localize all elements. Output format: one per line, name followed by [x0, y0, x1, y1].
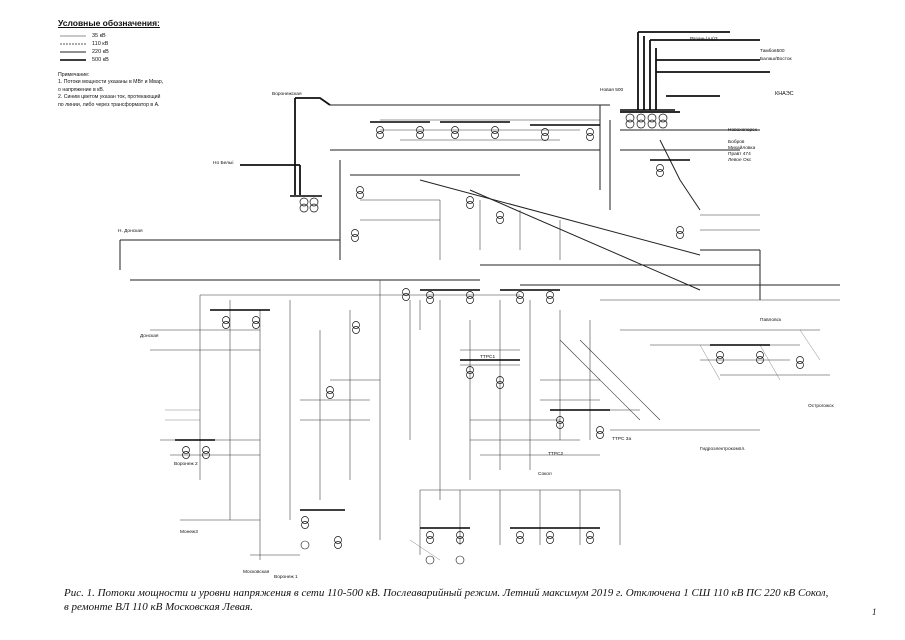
notes-line: 2. Синим цветом указан ток, протекающий — [58, 94, 161, 101]
generators — [300, 540, 465, 565]
station-label-voronezhskaya: Воронежская — [272, 92, 302, 97]
station-label-ttpc1: ТТРС1 — [480, 355, 496, 360]
transformer — [301, 516, 309, 529]
station-label-mosk: Московская — [243, 570, 270, 575]
transformer — [496, 376, 504, 389]
caption-line: Рис. 1. Потоки мощности и уровни напряже… — [64, 587, 829, 599]
lines-220kv — [119, 104, 840, 300]
transformer — [416, 126, 424, 139]
transformers — [182, 113, 804, 549]
transformer — [647, 113, 657, 129]
station-label-ttpc3: ТТРС 3а — [612, 437, 632, 442]
notes-line: 1. Потоки мощности указаны в МВт и Мвар, — [58, 79, 164, 86]
station-label-ryazan: Рязань(Ал)3 — [690, 37, 718, 42]
busbars — [175, 109, 770, 529]
station-label-novo-bely: Но Белыi — [213, 161, 234, 166]
transformer — [402, 288, 410, 301]
transformer — [516, 531, 524, 544]
legend-label-500kv: 500 кВ — [92, 57, 109, 63]
station-label-ttpc2: ТТРС2 — [548, 452, 564, 457]
transformer — [466, 291, 474, 304]
transformer — [625, 113, 635, 129]
station-label-pravo: Правт 474 — [728, 152, 751, 157]
caption-line: в ремонте ВЛ 110 кВ Московская Левая. — [64, 601, 253, 613]
station-label-n-don: Н. Донская — [118, 229, 143, 234]
generator — [300, 540, 310, 550]
notes: Примечание: 1. Потоки мощности указаны в… — [58, 72, 228, 109]
notes-line: о напряжение в кВ. — [58, 86, 105, 93]
transformer — [756, 351, 764, 364]
transformer — [656, 164, 664, 177]
transformer — [676, 226, 684, 239]
transformer — [299, 197, 309, 213]
transformer — [426, 291, 434, 304]
transformer — [546, 291, 554, 304]
transformer — [466, 196, 474, 209]
station-label-ostrogozhsk: Острогожск — [808, 404, 834, 409]
station-label-mikhailovka: Михайловка — [728, 146, 756, 151]
generator — [425, 555, 435, 565]
generator — [455, 555, 465, 565]
lines-35kv — [165, 329, 821, 561]
transformer — [182, 446, 190, 459]
station-label-donskaya: Донская — [140, 334, 159, 339]
transformer — [496, 211, 504, 224]
station-label-pavlovsk: Павловск — [760, 318, 782, 323]
legend-label-35kv: 35 кВ — [92, 33, 106, 39]
transformer — [716, 351, 724, 364]
transformer — [202, 446, 210, 459]
transformer — [326, 386, 334, 399]
transformer — [636, 113, 646, 129]
transformer — [334, 536, 342, 549]
station-label-sokol: Сокол — [538, 472, 552, 477]
transformer — [376, 126, 384, 139]
station-label-knaes: КНАЭС — [775, 91, 794, 97]
figure-caption: Рис. 1. Потоки мощности и уровни напряже… — [64, 586, 864, 614]
transformer — [309, 197, 319, 213]
transformer — [658, 113, 668, 129]
station-label-balashov: Балаш/Восток — [760, 57, 792, 62]
transformer — [252, 316, 260, 329]
legend-samples — [60, 35, 86, 61]
transformer — [351, 229, 359, 242]
legend-label-220kv: 220 кВ — [92, 49, 109, 55]
transformer — [556, 416, 564, 429]
notes-heading: Примечание: — [58, 72, 90, 78]
station-label-bobrov: Бобров — [728, 140, 745, 145]
legend-title: Условные обозначения: — [58, 18, 160, 28]
transformer — [796, 356, 804, 369]
transformer — [586, 531, 594, 544]
station-label-voronezh2: Воронеж 2 — [174, 462, 198, 467]
transformer — [456, 531, 464, 544]
station-label-gidro: Гидроэлектрокомпл. — [700, 447, 746, 452]
transformer — [466, 366, 474, 379]
legend-label-110kv: 110 кВ — [92, 41, 109, 47]
station-label-noyabr: Новая 500 — [600, 88, 624, 93]
station-label-monezh: Монеж3 — [180, 530, 198, 535]
transformer — [546, 531, 554, 544]
station-label-tambov: Тамбов500 — [760, 49, 785, 54]
transformer — [451, 126, 459, 139]
notes-line: по линии, либо через трансформатор в А. — [58, 101, 160, 108]
transformer — [426, 531, 434, 544]
station-label-voronezh1: Воронеж 1 — [274, 575, 298, 580]
transformer — [596, 426, 604, 439]
station-label-novoborisov: Новохоперск — [728, 128, 757, 133]
station-label-levo: Левое Окс — [728, 158, 752, 163]
transformer — [516, 291, 524, 304]
lines-110kv — [150, 119, 840, 560]
transformer — [222, 316, 230, 329]
transformer — [352, 321, 360, 334]
page-number: 1 — [872, 607, 877, 617]
transformer — [491, 126, 499, 139]
lines-500kv — [240, 31, 770, 195]
transformer — [356, 186, 364, 199]
transformer — [541, 128, 549, 141]
transformer — [586, 128, 594, 141]
